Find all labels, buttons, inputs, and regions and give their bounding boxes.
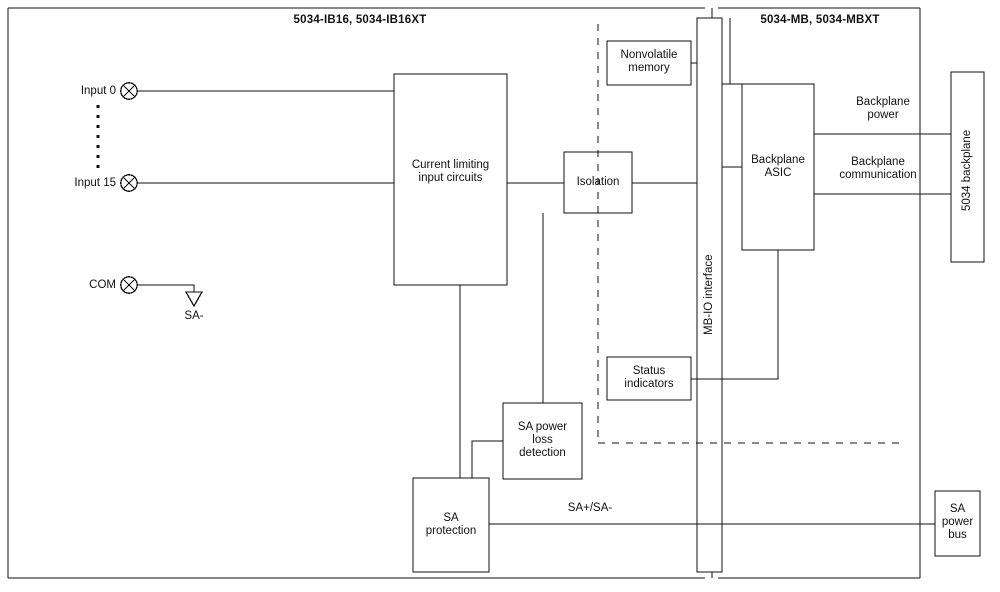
signal-label-sa-plus-minus: SA+/SA- <box>567 502 613 514</box>
block-label-isolation: Isolation <box>576 176 620 188</box>
block-label-mb-io-interface: MB-IO interface <box>703 254 715 336</box>
wire-asic-bottom <box>691 250 779 380</box>
io-module-enclosure-outline <box>7 7 705 579</box>
wire-saploss-saprotection <box>471 440 503 478</box>
terminal-symbol-input0 <box>120 82 138 100</box>
terminal-label-input15: Input 15 <box>74 177 116 189</box>
block-label-nonvolatile-memory: Nonvolatile memory <box>620 49 678 74</box>
block-label-sa-protection: SA protection <box>425 512 477 537</box>
ground-label-sa-minus: SA- <box>184 310 204 322</box>
block-label-backplane-asic: Backplane ASIC <box>751 154 805 179</box>
backplane-box <box>950 71 985 263</box>
sa-protection-box <box>412 477 490 573</box>
block-label-backplane: 5034 backplane <box>961 129 973 211</box>
terminal-symbol-input15 <box>120 174 138 192</box>
signal-label-backplane-communication: Backplane communication <box>839 156 917 181</box>
wire-com-ground <box>137 284 195 292</box>
signal-label-backplane-power: Backplane power <box>856 96 910 121</box>
block-label-status-indicators: Status indicators <box>624 365 674 390</box>
mb-enclosure-outline <box>718 7 921 579</box>
terminal-label-com: COM <box>89 279 116 291</box>
mb-io-interface-box <box>696 17 723 573</box>
block-label-sa-power-bus: SA power bus <box>941 503 974 541</box>
terminal-label-input0: Input 0 <box>80 85 116 97</box>
block-label-sa-power-loss-detection: SA power loss detection <box>517 421 568 459</box>
ground-arrow-icon <box>184 291 204 308</box>
mb-module-title: 5034-MB, 5034-MBXT <box>760 14 880 26</box>
current-limiting-box <box>393 73 508 286</box>
io-module-title: 5034-IB16, 5034-IB16XT <box>293 14 427 26</box>
terminal-symbol-com <box>120 276 138 294</box>
block-label-current-limiting: Current limiting input circuits <box>411 159 490 184</box>
